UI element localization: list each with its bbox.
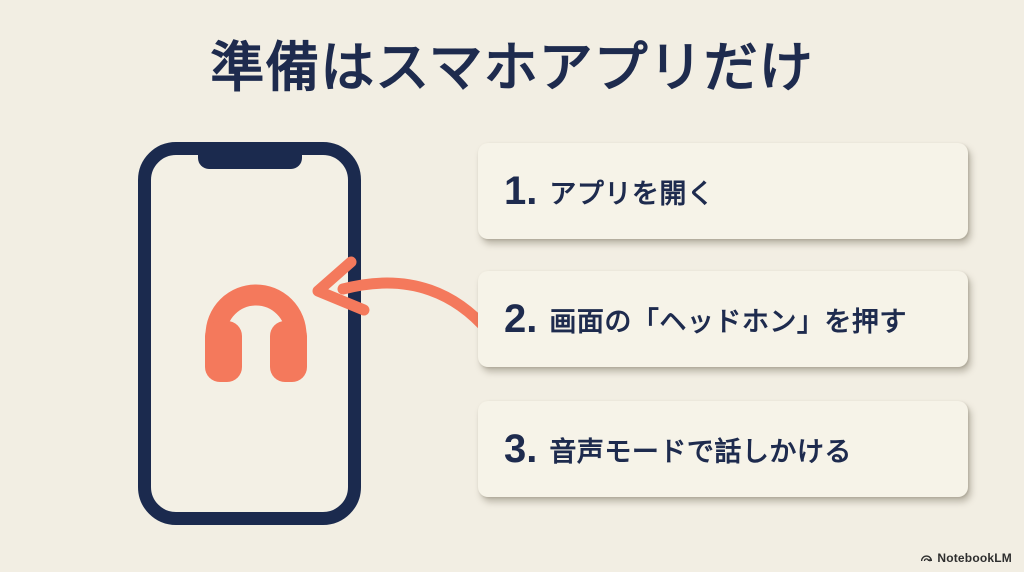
step-number: 3.	[504, 427, 538, 471]
phone-notch	[197, 153, 302, 169]
headphones-icon	[205, 284, 307, 382]
brand-watermark: NotebookLM	[920, 551, 1012, 565]
step-item-3: 3. 音声モードで話しかける	[478, 401, 968, 497]
step-item-2: 2. 画面の「ヘッドホン」を押す	[478, 271, 968, 367]
step-label: 音声モードで話しかける	[549, 436, 852, 467]
step-label: 画面の「ヘッドホン」を押す	[549, 306, 907, 337]
step-number: 2.	[504, 297, 538, 341]
step-label: アプリを開く	[549, 178, 715, 209]
notebooklm-logo-icon	[921, 554, 933, 561]
steps-list: 1. アプリを開く 2. 画面の「ヘッドホン」を押す 3. 音声モードで話しかけ…	[478, 143, 968, 498]
page-title: 準備はスマホアプリだけ	[210, 38, 814, 98]
step-number: 1.	[504, 169, 538, 213]
brand-name: NotebookLM	[937, 551, 1012, 565]
phone-illustration	[138, 142, 361, 525]
step-item-1: 1. アプリを開く	[478, 143, 968, 239]
